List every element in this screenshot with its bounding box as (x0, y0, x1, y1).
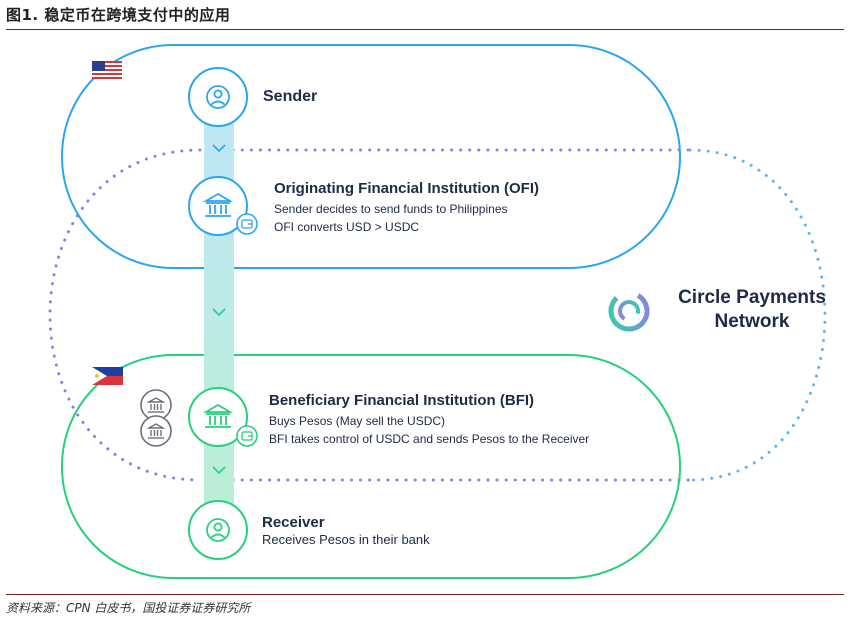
bfi-title: Beneficiary Financial Institution (BFI) (269, 392, 535, 409)
chevron-down-icon (212, 308, 226, 317)
wallet-icon (236, 425, 258, 447)
bank-icon (202, 192, 234, 217)
user-icon (206, 518, 230, 542)
local-bank-icon-2 (140, 415, 172, 447)
receiver-node (188, 500, 248, 560)
philippines-flag-icon (92, 367, 123, 385)
ofi-line-2: OFI converts USD > USDC (274, 220, 420, 234)
user-icon (206, 85, 230, 109)
ph-region-pill (61, 354, 681, 579)
us-region-pill (61, 44, 681, 269)
bfi-node (188, 387, 258, 447)
bank-icon (146, 397, 166, 413)
network-name: Circle Payments Network (662, 286, 842, 334)
local-bank-icon-1 (140, 389, 172, 421)
ofi-node (188, 176, 258, 236)
ofi-line-1: Sender decides to send funds to Philippi… (274, 202, 508, 216)
network-name-line-1: Circle Payments (678, 287, 826, 308)
top-rule (6, 29, 844, 30)
figure-title: 图1. 稳定币在跨境支付中的应用 (6, 6, 231, 24)
bfi-line-1: Buys Pesos (May sell the USDC) (269, 414, 446, 428)
sender-node (188, 67, 248, 127)
sender-title: Sender (263, 88, 318, 105)
circle-payments-logo (608, 290, 650, 332)
ofi-title: Originating Financial Institution (OFI) (274, 180, 539, 197)
flow-connector (204, 96, 234, 530)
chevron-down-icon (212, 144, 226, 153)
receiver-line-1: Receives Pesos in their bank (262, 532, 430, 547)
wallet-icon (236, 213, 258, 235)
us-flag-icon (92, 61, 122, 79)
bfi-line-2: BFI takes control of USDC and sends Peso… (269, 432, 590, 446)
chevron-down-icon (212, 466, 226, 475)
bank-icon (202, 403, 234, 428)
bottom-rule (6, 594, 844, 595)
network-name-line-2: Network (714, 311, 790, 332)
bank-icon (146, 423, 166, 439)
receiver-title: Receiver (262, 514, 325, 531)
figure-source: 资料来源：CPN 白皮书，国投证券证券研究所 (6, 601, 251, 615)
